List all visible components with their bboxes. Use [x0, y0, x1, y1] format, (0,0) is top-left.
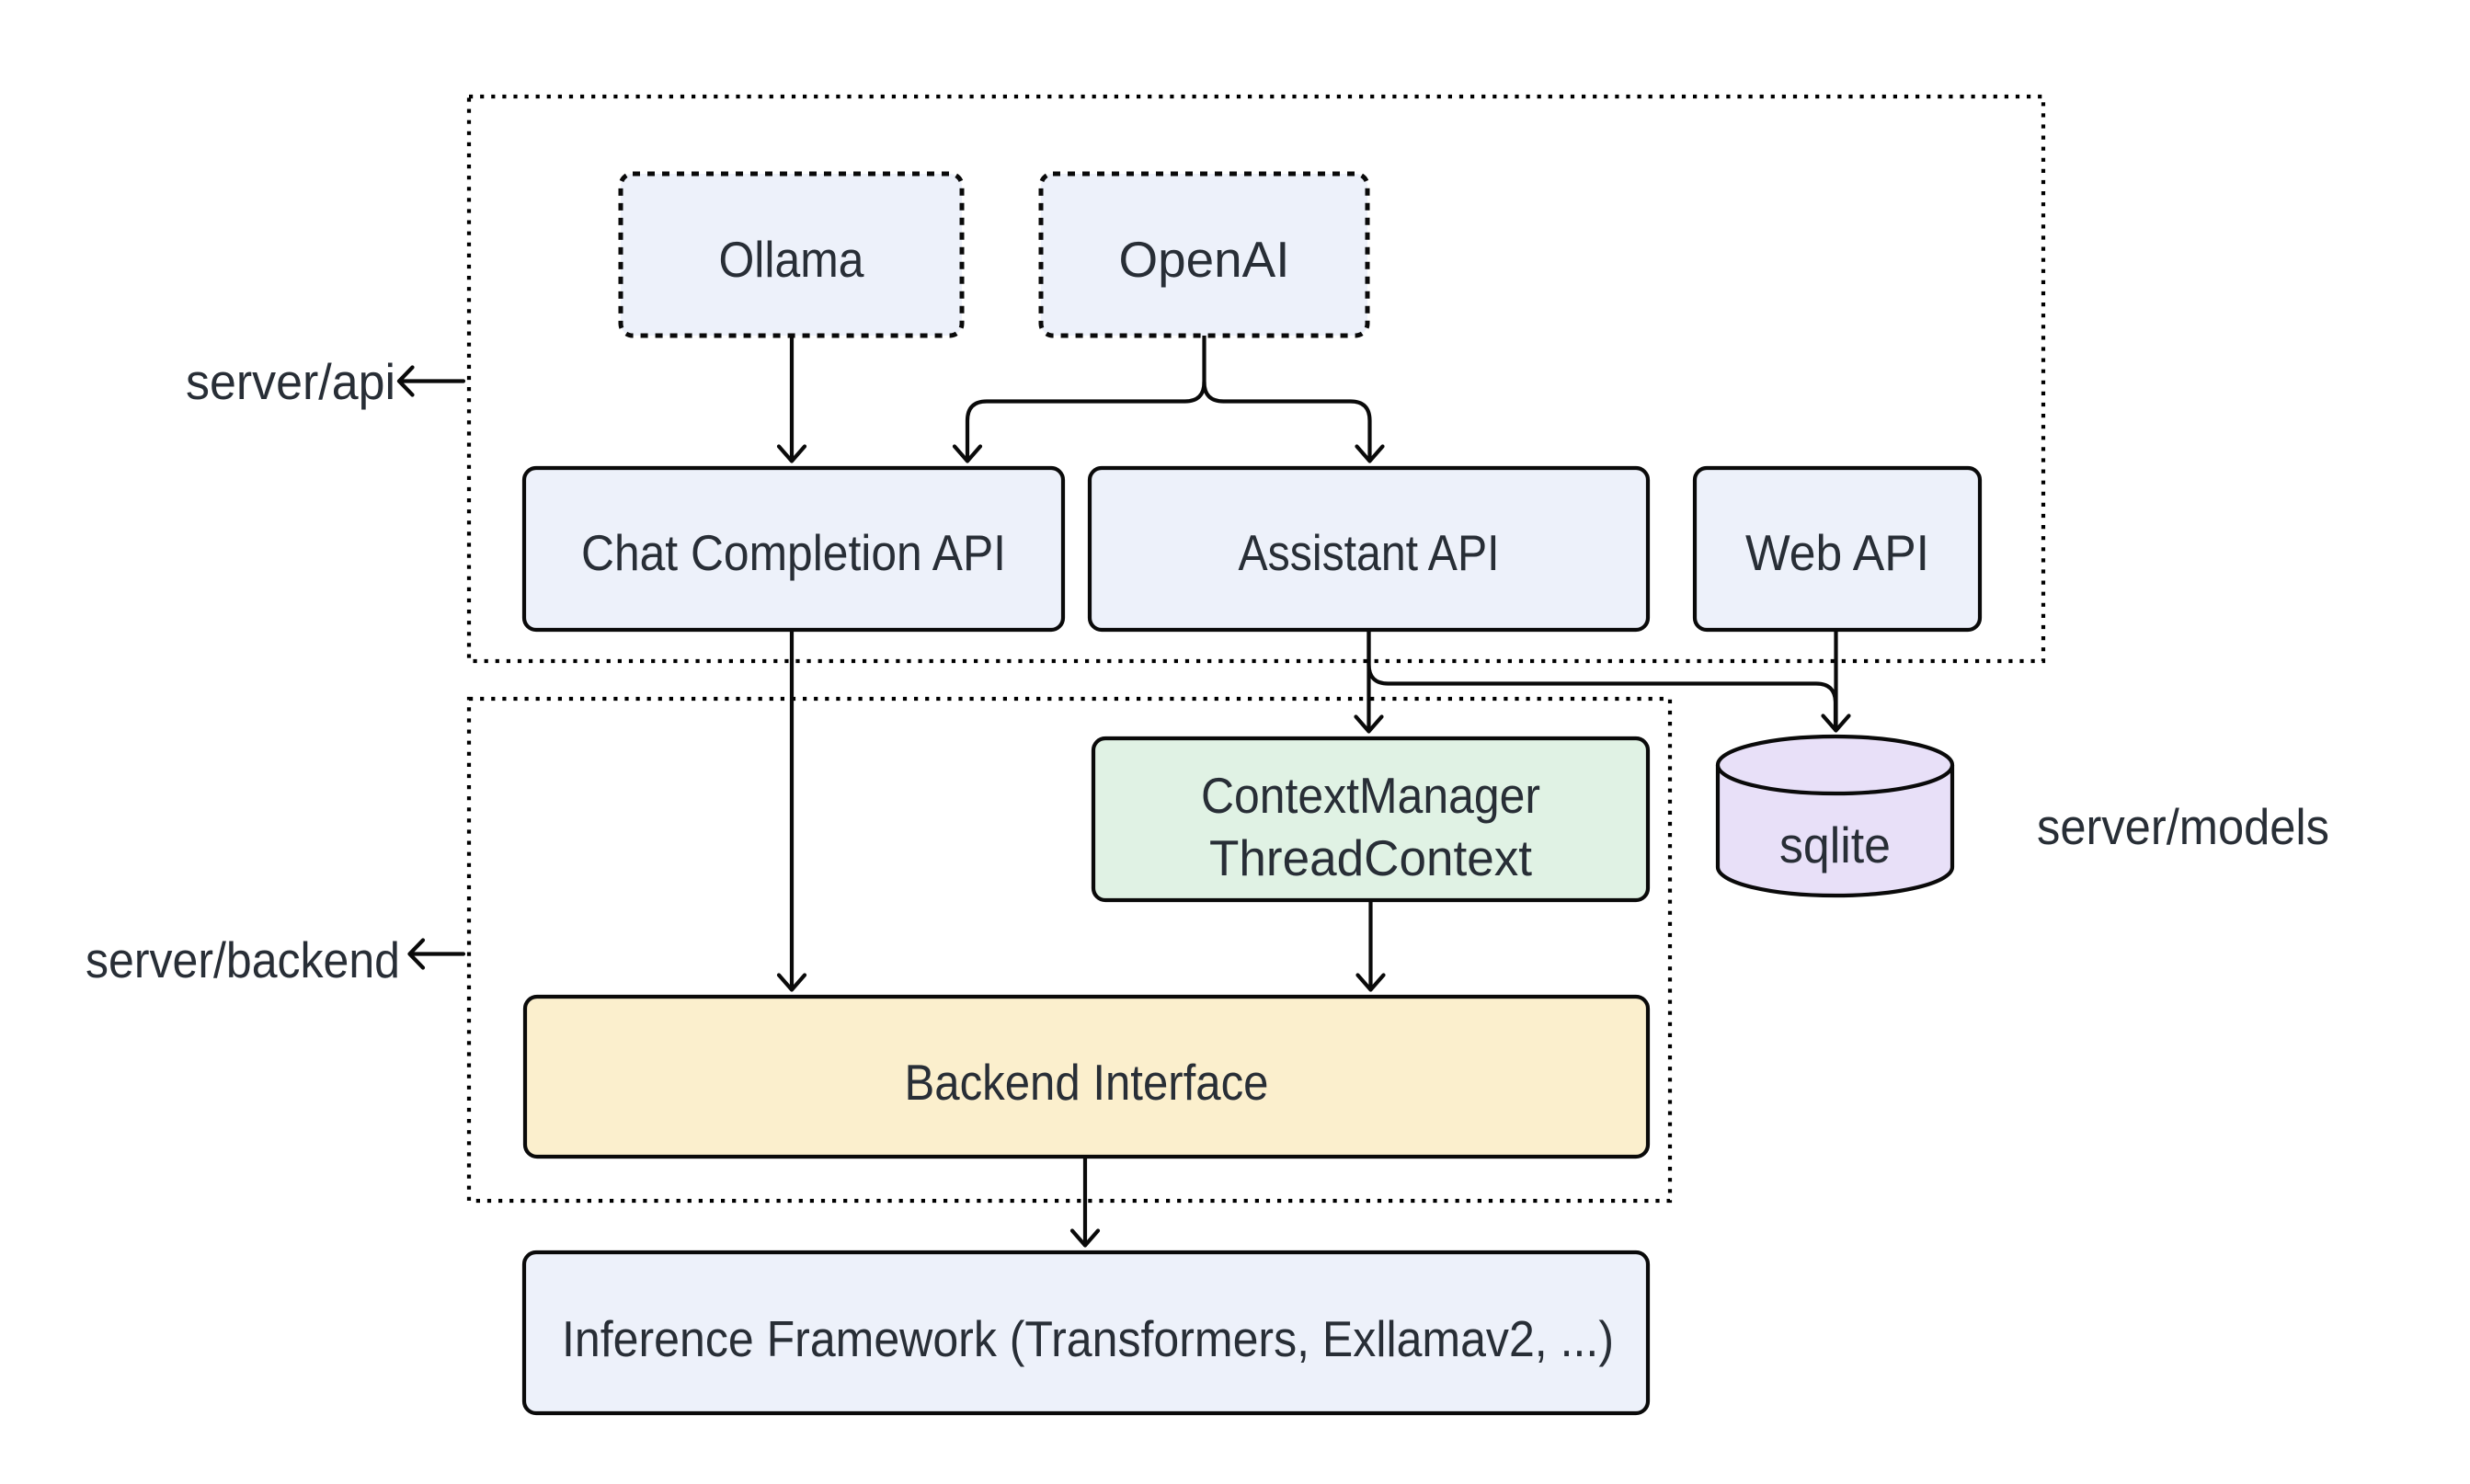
svg-text:Inference Framework (Transform: Inference Framework (Transformers, Exlla… — [562, 1310, 1614, 1367]
svg-text:OpenAI: OpenAI — [1119, 231, 1290, 288]
svg-text:server/models: server/models — [2037, 798, 2329, 855]
svg-text:Assistant API: Assistant API — [1239, 524, 1500, 581]
svg-text:ContextManager: ContextManager — [1201, 767, 1540, 824]
svg-text:Web API: Web API — [1745, 524, 1929, 581]
svg-text:Chat Completion API: Chat Completion API — [581, 524, 1006, 581]
svg-text:sqlite: sqlite — [1779, 816, 1891, 873]
svg-text:Backend Interface: Backend Interface — [905, 1054, 1269, 1111]
svg-text:server/backend: server/backend — [86, 931, 400, 988]
svg-text:Ollama: Ollama — [719, 231, 864, 288]
svg-text:ThreadContext: ThreadContext — [1209, 829, 1532, 886]
svg-text:server/api: server/api — [186, 353, 395, 410]
